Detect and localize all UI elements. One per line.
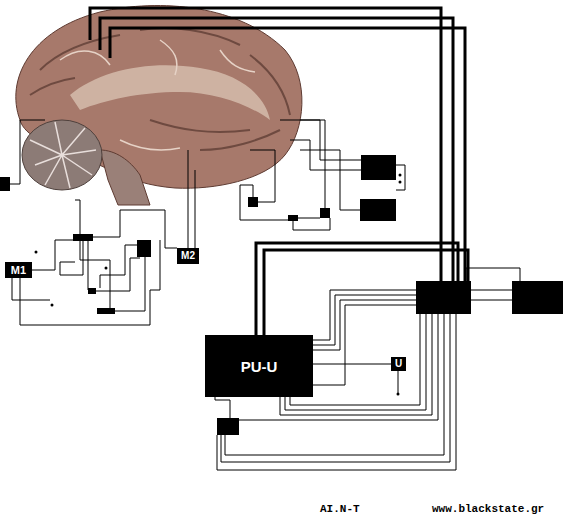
caption-text: www.blackstate.gr — [432, 503, 544, 515]
brain-section — [16, 6, 302, 205]
module-box: M2 — [177, 248, 199, 264]
module-name: M1 — [11, 265, 26, 276]
module-name: PU-U — [241, 359, 278, 374]
signal-wire — [313, 364, 391, 365]
thick-wires — [90, 8, 468, 335]
black-modules — [0, 155, 563, 435]
module-box: PU-U — [205, 335, 313, 397]
caption-text: AI.N-T — [320, 503, 360, 515]
thin-wires — [10, 120, 520, 470]
module-box: U — [391, 357, 406, 371]
module-box: M1 — [5, 262, 32, 278]
module-name: U — [395, 359, 402, 369]
module-name: M2 — [181, 251, 195, 261]
